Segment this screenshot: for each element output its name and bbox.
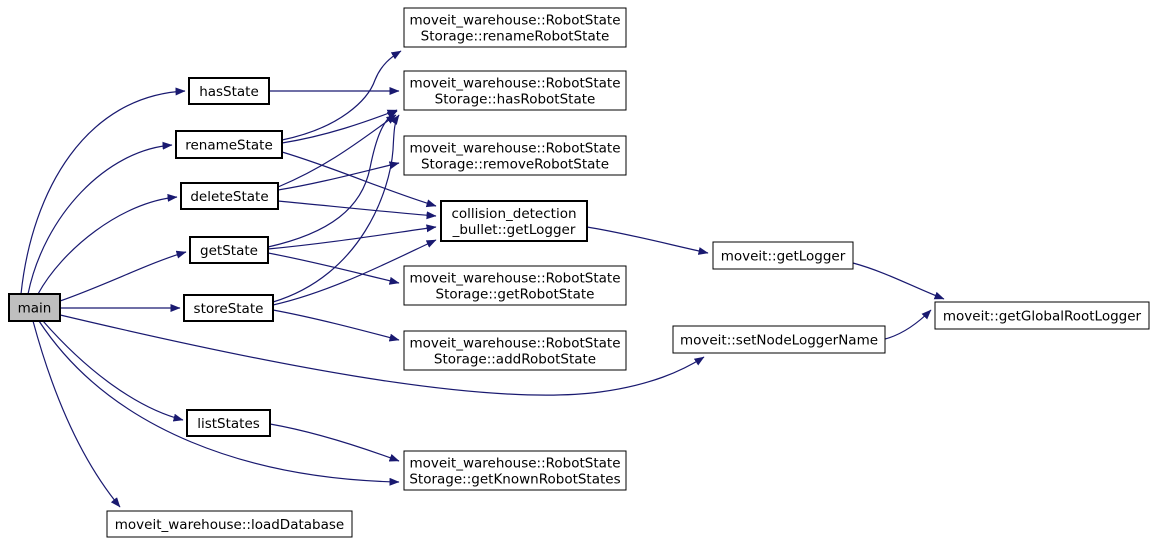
edge-main-deleteState	[37, 193, 178, 295]
node-label-getGlobalRootLogger: moveit::getGlobalRootLogger	[943, 309, 1142, 325]
edge-deleteState-hasRobotState	[277, 114, 397, 188]
edge-getState-colGetLogger	[267, 224, 437, 250]
edge-renameState-colGetLogger	[281, 151, 437, 208]
edge-moveitGetLogger-getGlobalRootLogger	[852, 262, 945, 300]
edge-main-getState	[59, 250, 187, 302]
edge-main-setNodeLoggerName	[55, 313, 705, 396]
edge-deleteState-colGetLogger	[277, 200, 437, 220]
node-getGlobalRootLogger[interactable]: moveit::getGlobalRootLogger	[934, 301, 1150, 330]
edge-listStates-getKnownRobotStates	[269, 423, 400, 462]
node-label-setNodeLoggerName: moveit::setNodeLoggerName	[680, 333, 878, 349]
node-label-getState: getState	[200, 243, 258, 259]
node-label-hasState: hasState	[199, 84, 259, 100]
edge-colGetLogger-moveitGetLogger	[586, 226, 709, 255]
edge-renameState-renameRobotState	[281, 50, 402, 141]
node-label-main: main	[18, 301, 52, 317]
edge-deleteState-removeRobotState	[277, 161, 400, 191]
node-label-loadDatabase: moveit_warehouse::loadDatabase	[115, 517, 344, 533]
node-setNodeLoggerName[interactable]: moveit::setNodeLoggerName	[672, 325, 886, 354]
node-listStates[interactable]: listStates	[186, 409, 271, 437]
node-renameState[interactable]: renameState	[175, 130, 283, 159]
node-label-renameState: renameState	[185, 138, 273, 154]
node-deleteState[interactable]: deleteState	[180, 182, 279, 210]
edge-storeState-hasRobotState	[272, 114, 400, 303]
edge-main-renameState	[27, 141, 173, 295]
node-label-colGetLogger: collision_detection_bullet::getLogger	[451, 206, 576, 238]
edge-main-loadDatabase	[32, 320, 121, 508]
edge-setNodeLoggerName-getGlobalRootLogger	[884, 309, 932, 340]
node-label-moveitGetLogger: moveit::getLogger	[721, 249, 846, 265]
node-storeState[interactable]: storeState	[183, 294, 274, 322]
node-moveitGetLogger[interactable]: moveit::getLogger	[712, 241, 854, 270]
node-label-deleteState: deleteState	[190, 189, 268, 205]
edge-getState-getRobotState	[267, 252, 400, 285]
edge-main-getKnownRobotStates	[38, 320, 400, 486]
node-label-listStates: listStates	[197, 416, 260, 432]
node-main[interactable]: main	[8, 293, 61, 322]
edge-getState-hasRobotState	[267, 110, 398, 248]
edge-main-listStates	[42, 320, 184, 422]
edge-storeState-addRobotState	[272, 309, 400, 342]
node-label-storeState: storeState	[194, 301, 264, 317]
edge-storeState-colGetLogger	[272, 239, 437, 306]
node-getState[interactable]: getState	[189, 236, 269, 264]
node-loadDatabase[interactable]: moveit_warehouse::loadDatabase	[106, 510, 353, 538]
edge-main-hasState	[20, 87, 186, 295]
node-colGetLogger[interactable]: collision_detection_bullet::getLogger	[440, 200, 588, 242]
node-hasState[interactable]: hasState	[188, 77, 270, 105]
